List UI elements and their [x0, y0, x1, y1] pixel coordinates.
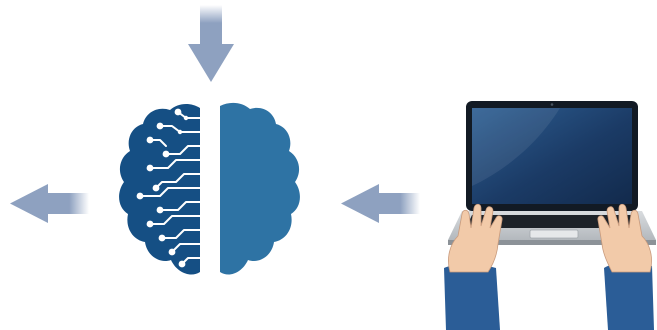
- circuit-nodes: [136, 108, 189, 268]
- left-hand: [448, 203, 503, 273]
- brain-left-hemisphere: [119, 104, 200, 275]
- right-sleeve: [604, 263, 654, 330]
- arrow-left-icon: [341, 184, 420, 223]
- arrow-down-icon: [188, 5, 234, 82]
- ai-brain-icon: [119, 102, 300, 275]
- laptop-typing-icon: [444, 101, 656, 330]
- arrow-left-icon: [10, 184, 89, 223]
- laptop-trackpad: [529, 229, 579, 239]
- brain-right-hemisphere: [220, 102, 300, 275]
- laptop-screen: [472, 108, 632, 204]
- laptop-keyboard: [466, 215, 638, 228]
- left-sleeve: [444, 264, 500, 330]
- right-hand: [597, 203, 652, 273]
